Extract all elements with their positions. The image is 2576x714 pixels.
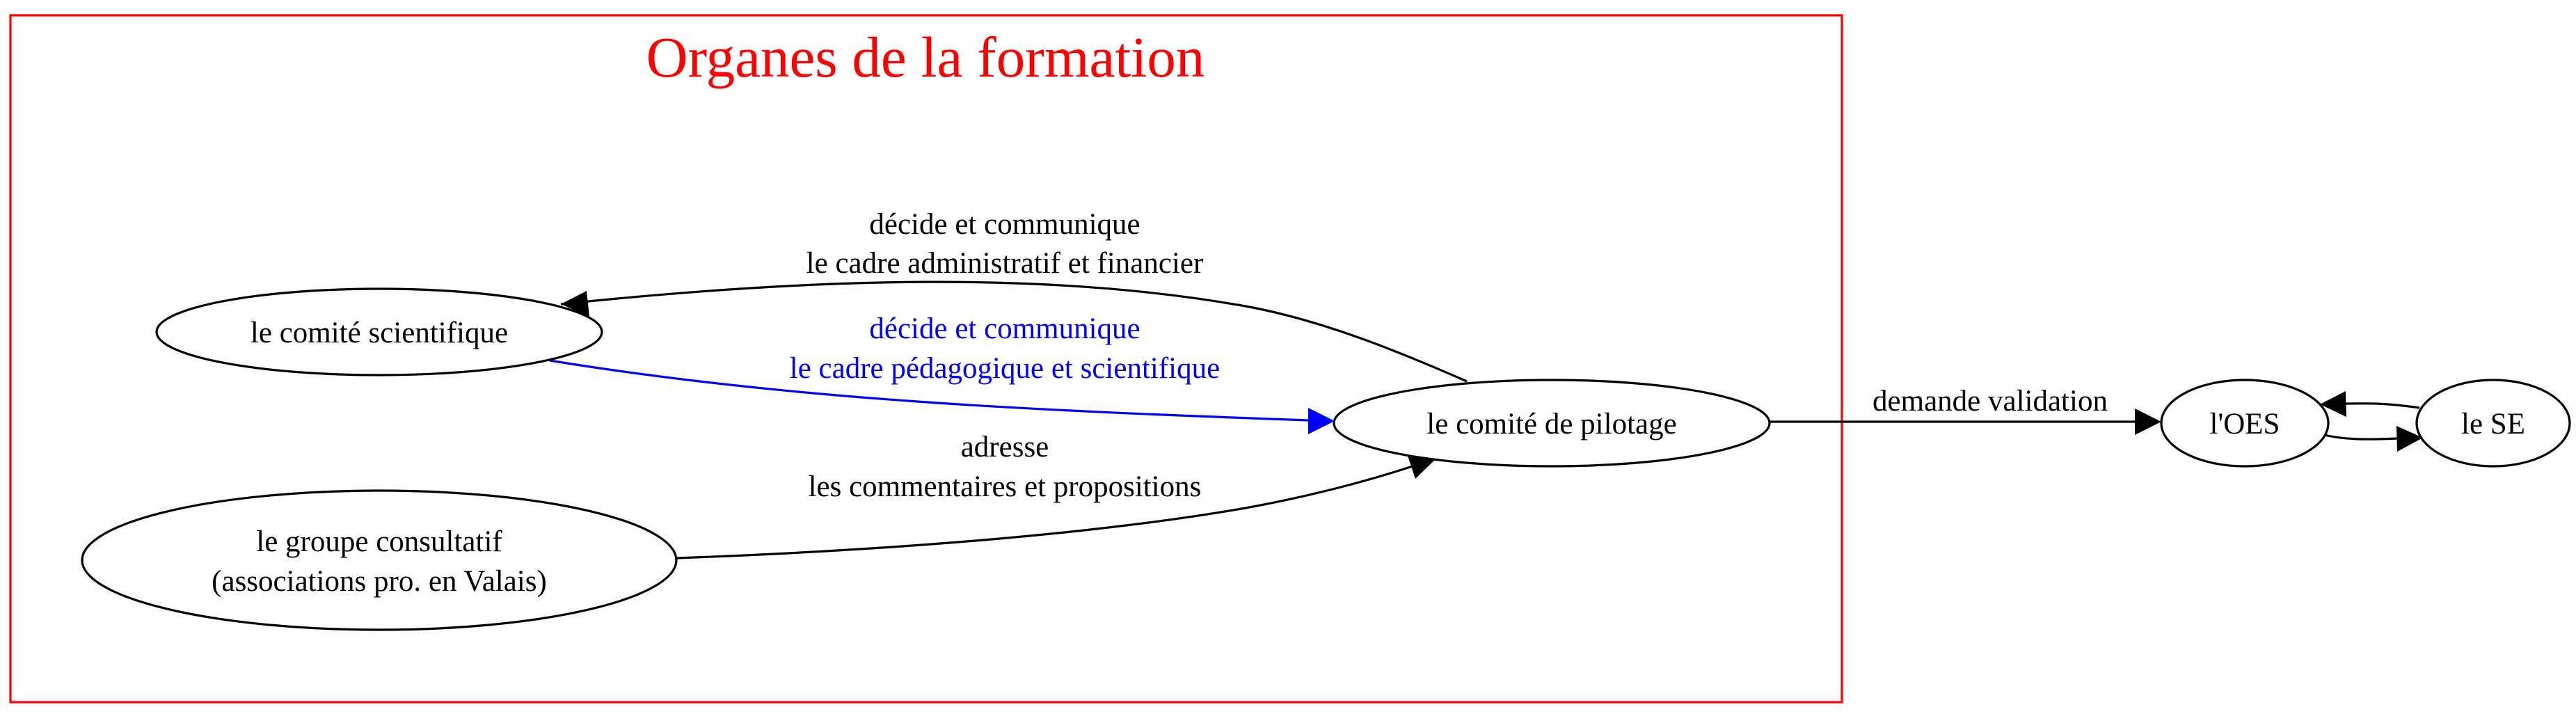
edge-se-to-oes <box>2320 391 2420 417</box>
arrowhead-pilotage-to-oes <box>2135 408 2161 435</box>
edge-path-pilotage-to-scientifique <box>560 280 1468 383</box>
node-label-comite-scientifique: le comité scientifique <box>251 317 508 349</box>
edge-oes-to-se <box>2323 426 2423 452</box>
node-comite-pilotage: le comité de pilotage <box>1333 379 1771 468</box>
node-comite-scientifique: le comité scientifique <box>155 287 603 376</box>
edge-label-consultatif-to-pilotage-line1: adresse <box>961 431 1049 463</box>
node-shape-comite-scientifique <box>155 287 603 376</box>
node-shape-comite-pilotage <box>1333 379 1771 468</box>
edge-path-se-to-oes <box>2344 402 2420 409</box>
edge-pilotage-to-oes: demande validation <box>1769 385 2161 435</box>
edge-pilotage-to-scientifique: décide et communique le cadre administra… <box>560 208 1468 383</box>
cluster-organes-de-la-formation: Organes de la formation <box>9 14 1843 704</box>
edge-label-consultatif-to-pilotage-line2: les commentaires et propositions <box>809 470 1202 503</box>
node-label-comite-pilotage: le comité de pilotage <box>1426 408 1676 441</box>
node-label-groupe-consultatif-line1: le groupe consultatif <box>256 525 502 558</box>
node-label-se: le SE <box>2461 408 2525 441</box>
node-label-oes: l'OES <box>2210 408 2280 441</box>
arrowhead-se-to-oes <box>2320 391 2346 417</box>
edge-label-scientifique-to-pilotage-line2: le cadre pédagogique et scientifique <box>790 352 1220 385</box>
edge-path-consultatif-to-pilotage <box>676 465 1413 560</box>
edge-path-oes-to-se <box>2323 434 2398 441</box>
node-shape-groupe-consultatif <box>81 489 678 631</box>
edge-consultatif-to-pilotage: adresse les commentaires et propositions <box>676 431 1438 560</box>
arrowhead-pilotage-to-scientifique <box>561 291 589 317</box>
node-se: le SE <box>2415 379 2571 468</box>
node-shape-se <box>2415 379 2571 468</box>
node-shape-oes <box>2160 379 2330 468</box>
edge-label-scientifique-to-pilotage-line1: décide et communique <box>869 312 1140 345</box>
cluster-title: Organes de la formation <box>646 25 1205 89</box>
edge-scientifique-to-pilotage: décide et communique le cadre pédagogiqu… <box>549 312 1335 434</box>
node-groupe-consultatif: le groupe consultatif (associations pro.… <box>81 489 678 631</box>
edge-label-pilotage-to-scientifique-line1: décide et communique <box>869 208 1140 241</box>
node-label-groupe-consultatif-line2: (associations pro. en Valais) <box>212 565 547 598</box>
edge-label-pilotage-to-oes: demande validation <box>1873 385 2108 418</box>
cluster-border <box>9 14 1843 704</box>
arrowhead-scientifique-to-pilotage <box>1308 408 1335 434</box>
node-oes: l'OES <box>2160 379 2330 468</box>
arrowhead-oes-to-se <box>2396 426 2423 452</box>
edge-path-scientifique-to-pilotage <box>549 359 1309 422</box>
edge-label-pilotage-to-scientifique-line2: le cadre administratif et financier <box>806 247 1204 280</box>
